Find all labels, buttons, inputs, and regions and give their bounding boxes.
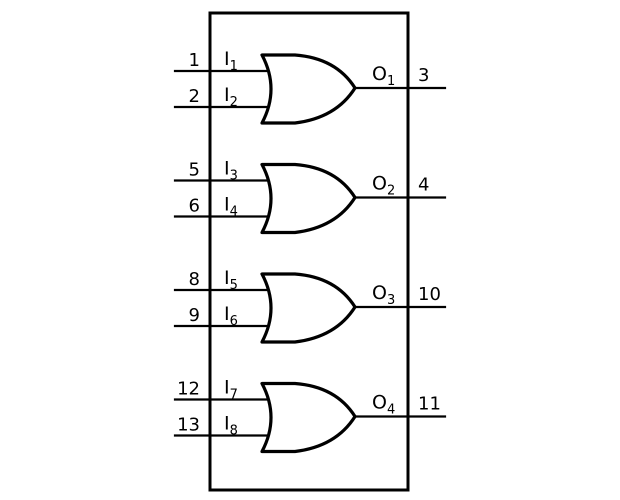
output-pin-number: 4 xyxy=(418,175,429,196)
input-signal-label: I5 xyxy=(224,267,238,293)
input-signal-label-subscript: 3 xyxy=(230,169,238,184)
output-signal-label-letter: O xyxy=(372,282,387,304)
input-signal-label: I1 xyxy=(224,48,238,74)
input-signal-label: I3 xyxy=(224,158,238,184)
input-signal-label-subscript: 8 xyxy=(230,424,238,439)
input-pin-number: 12 xyxy=(177,379,200,400)
or-gate-symbol xyxy=(260,162,357,235)
input-pin-number: 6 xyxy=(189,196,200,217)
or-gate-symbol xyxy=(260,53,357,125)
output-signal-label-letter: O xyxy=(372,392,387,414)
input-signal-label: I6 xyxy=(224,303,238,329)
or-gate-symbol xyxy=(260,381,357,454)
input-signal-label-letter: I xyxy=(224,267,230,289)
input-pin-number: 5 xyxy=(189,160,200,181)
output-signal-label-subscript: 3 xyxy=(387,293,395,308)
output-signal-label: O4 xyxy=(372,392,395,418)
input-signal-label-letter: I xyxy=(224,84,230,106)
input-signal-label: I4 xyxy=(224,194,238,220)
input-signal-label-subscript: 5 xyxy=(230,278,238,293)
output-pin-number: 3 xyxy=(418,65,429,86)
output-signal-label: O3 xyxy=(372,282,395,308)
input-pin-number: 2 xyxy=(189,86,200,107)
input-signal-label: I8 xyxy=(224,413,238,439)
input-signal-label-letter: I xyxy=(224,194,230,216)
output-signal-label: O1 xyxy=(372,63,395,89)
output-signal-label-letter: O xyxy=(372,173,387,195)
input-signal-label-letter: I xyxy=(224,158,230,180)
input-signal-label-letter: I xyxy=(224,413,230,435)
input-signal-label-letter: I xyxy=(224,48,230,70)
input-signal-label-subscript: 1 xyxy=(230,59,238,74)
ic-package-outline xyxy=(208,11,410,492)
output-signal-label-subscript: 4 xyxy=(387,403,395,418)
input-signal-label-subscript: 6 xyxy=(230,314,238,329)
input-signal-label-subscript: 7 xyxy=(230,388,238,403)
input-signal-label-letter: I xyxy=(224,377,230,399)
output-signal-label-letter: O xyxy=(372,63,387,85)
input-pin-number: 8 xyxy=(189,269,200,290)
output-signal-label: O2 xyxy=(372,173,395,199)
output-pin-number: 10 xyxy=(418,284,441,305)
input-pin-number: 9 xyxy=(189,305,200,326)
output-signal-label-subscript: 1 xyxy=(387,74,395,89)
input-pin-number: 1 xyxy=(189,50,200,71)
input-pin-number: 13 xyxy=(177,415,200,436)
input-signal-label-subscript: 2 xyxy=(230,95,238,110)
or-gate-symbol xyxy=(260,272,357,344)
input-signal-label: I7 xyxy=(224,377,238,403)
output-pin-number: 11 xyxy=(418,394,441,415)
input-signal-label: I2 xyxy=(224,84,238,110)
output-signal-label-subscript: 2 xyxy=(387,184,395,199)
input-signal-label-subscript: 4 xyxy=(230,205,238,220)
input-signal-label-letter: I xyxy=(224,303,230,325)
